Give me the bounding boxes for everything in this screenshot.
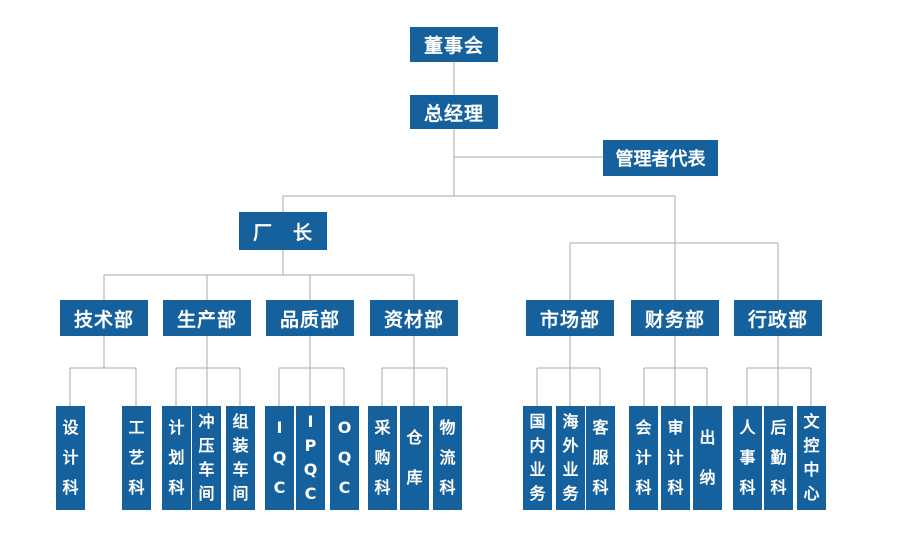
node-general-manager: 总经理: [410, 95, 498, 129]
node-audit-section: 审计科: [661, 406, 690, 510]
node-domestic-business: 国内业务: [523, 406, 552, 510]
connector-prod-children: [175, 336, 241, 406]
connector-material-children: [381, 336, 448, 406]
node-warehouse: 仓库: [400, 406, 429, 510]
connector-market-children: [536, 336, 601, 406]
node-planning-section: 计划科: [162, 406, 191, 510]
node-board-of-directors: 董事会: [410, 27, 498, 62]
node-management-representative: 管理者代表: [603, 140, 718, 176]
node-design-section: 设计科: [56, 406, 85, 510]
connector-right-split: [569, 242, 779, 300]
node-dept-material: 资材部: [370, 300, 458, 336]
connector-admin-children: [746, 336, 812, 406]
node-dept-finance: 财务部: [631, 300, 719, 336]
node-purchasing-section: 采购科: [368, 406, 397, 510]
node-assembly-workshop: 组装车间: [226, 406, 255, 510]
node-dept-production: 生产部: [163, 300, 251, 336]
connector-finance-children: [643, 336, 708, 406]
node-process-section: 工艺科: [122, 406, 151, 510]
node-accounting-section: 会计科: [629, 406, 658, 510]
node-support-section: 后勤科: [764, 406, 793, 510]
node-hr-section: 人事科: [733, 406, 762, 510]
node-stamping-workshop: 冲压车间: [192, 406, 221, 510]
node-dept-technology: 技术部: [60, 300, 148, 336]
node-dept-market: 市场部: [526, 300, 614, 336]
node-customer-service: 客服科: [586, 406, 615, 510]
connector-factory-split: [103, 250, 415, 300]
node-logistics-section: 物流科: [433, 406, 462, 510]
node-doc-control-center: 文控中心: [797, 406, 826, 510]
node-dept-quality: 品质部: [266, 300, 354, 336]
connector-main-split: [282, 195, 676, 243]
connector-quality-children: [278, 336, 345, 406]
node-cashier: 出纳: [693, 406, 722, 510]
node-overseas-business: 海外业务: [556, 406, 585, 510]
node-dept-admin: 行政部: [734, 300, 822, 336]
connector-tech-children: [69, 336, 137, 406]
node-factory-director: 厂 长: [239, 212, 327, 250]
